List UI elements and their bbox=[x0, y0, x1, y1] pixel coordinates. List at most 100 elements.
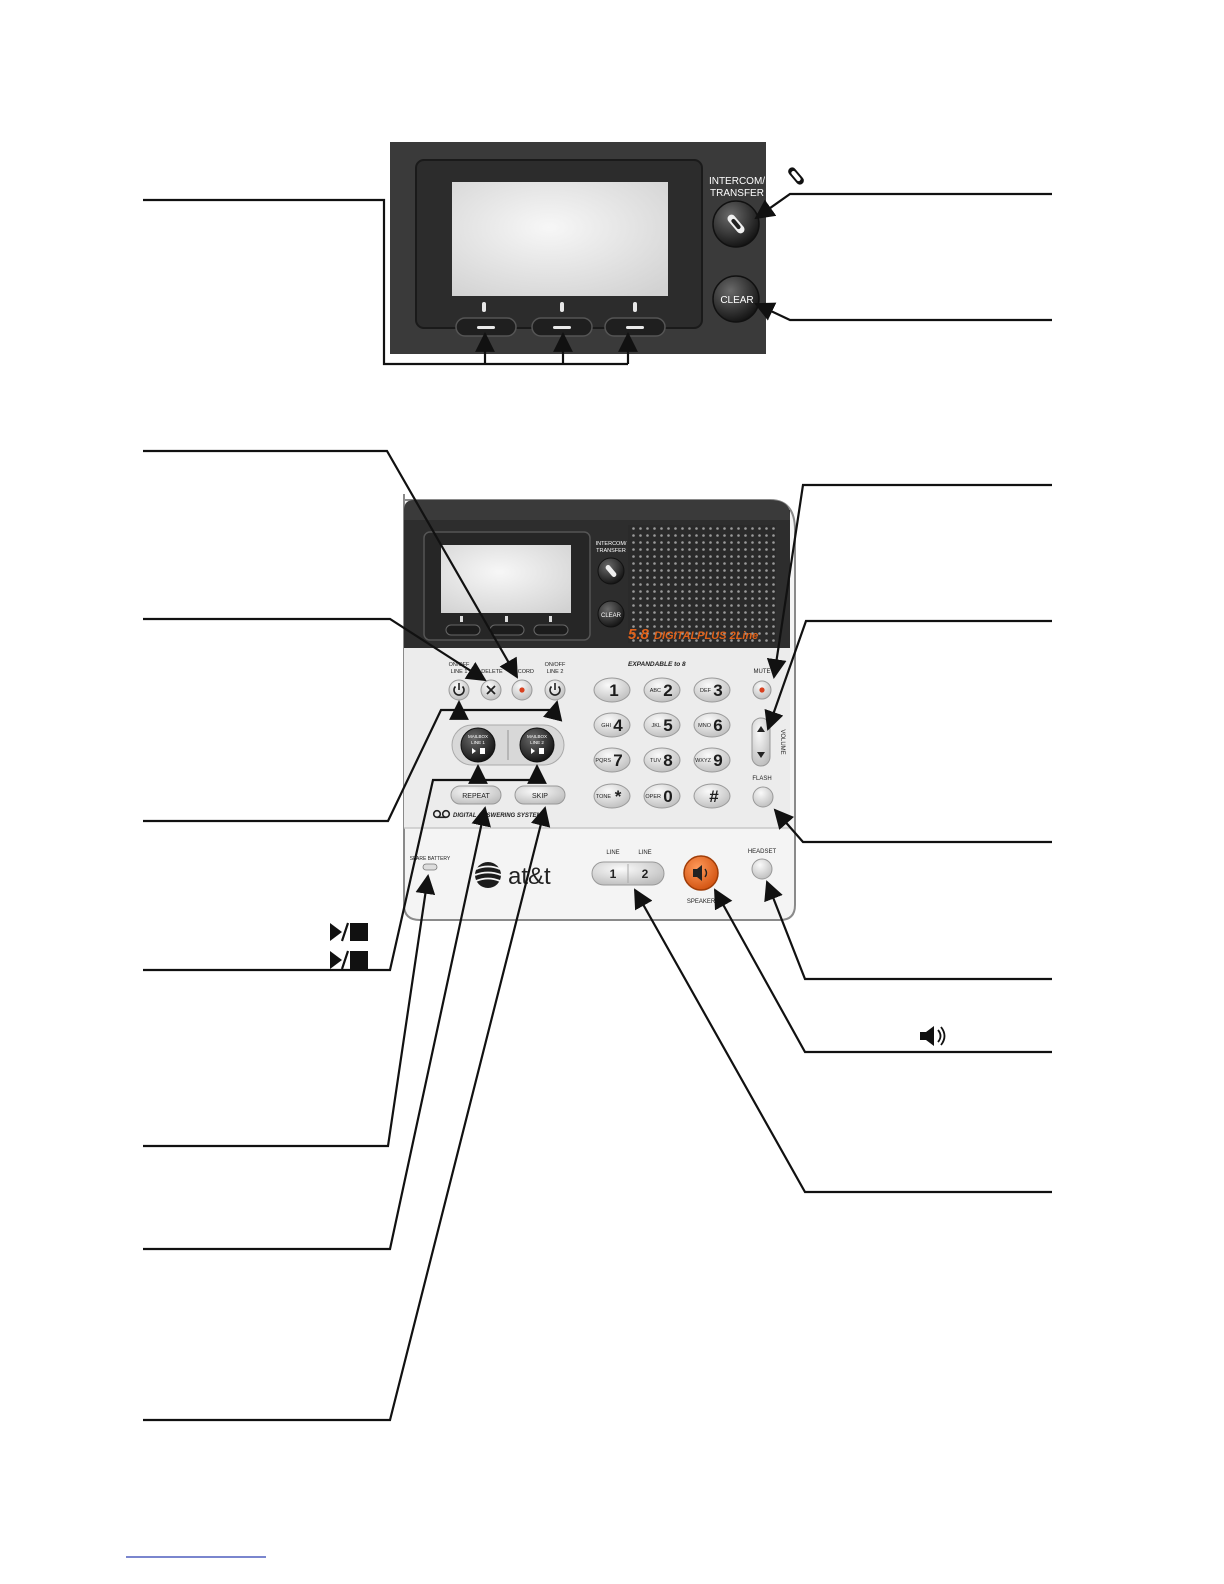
keypad-key-star[interactable]: TONE* bbox=[593, 783, 631, 809]
speaker-label: SPEAKER bbox=[687, 899, 716, 905]
on-off-line2-label-b: LINE 2 bbox=[547, 669, 564, 675]
keypad-key-digit: # bbox=[709, 787, 719, 806]
lcd-screen bbox=[452, 182, 668, 296]
keypad-key-digit: 0 bbox=[663, 787, 672, 806]
keypad-key-letters: GHI bbox=[601, 723, 611, 729]
base-lcd-screen bbox=[441, 545, 571, 613]
softkey-right[interactable] bbox=[604, 317, 666, 337]
play-stop-icon bbox=[330, 950, 368, 970]
att-globe-icon bbox=[474, 862, 502, 888]
mailbox1-label-a: MAILBOX bbox=[468, 734, 488, 739]
keypad-key-shape bbox=[593, 712, 631, 738]
line2-button[interactable]: 2 bbox=[642, 867, 649, 881]
base-intercom-label-1: INTERCOM/ bbox=[596, 541, 627, 547]
skip-label: SKIP bbox=[532, 793, 548, 800]
keypad-key-letters: DEF bbox=[700, 688, 712, 694]
keypad-key-digit: 7 bbox=[613, 751, 622, 770]
delete-button[interactable] bbox=[480, 679, 502, 701]
keypad-key-shape bbox=[593, 747, 631, 773]
brand-text: DIGITALPLUS 2Line bbox=[654, 630, 758, 642]
base-softkey-right[interactable] bbox=[533, 624, 569, 636]
softkey-left[interactable] bbox=[455, 317, 517, 337]
line1-label: LINE bbox=[606, 850, 619, 856]
delete-label: DELETE bbox=[481, 669, 503, 675]
keypad-key-letters: OPER bbox=[645, 794, 661, 800]
record-dot-icon bbox=[519, 687, 525, 693]
keypad-key-shape bbox=[693, 783, 731, 809]
base-softkey-left[interactable] bbox=[445, 624, 481, 636]
top-clear-button[interactable]: CLEAR bbox=[712, 275, 760, 323]
keypad-key-digit: 6 bbox=[713, 716, 722, 735]
keypad-key-letters: TUV bbox=[650, 758, 661, 764]
base-clear-button[interactable]: CLEAR bbox=[597, 600, 625, 628]
keypad-key-shape bbox=[643, 712, 681, 738]
mute-button[interactable] bbox=[752, 680, 772, 700]
brand-number: 5.8 bbox=[628, 626, 650, 643]
keypad-key-shape bbox=[693, 677, 731, 703]
mailbox-line2-button[interactable]: MAILBOX LINE 2 bbox=[519, 727, 555, 763]
keypad-key-digit: 8 bbox=[663, 751, 672, 770]
delete-x-icon bbox=[486, 685, 496, 695]
on-off-line2-label-a: ON/OFF bbox=[545, 662, 566, 668]
record-button[interactable] bbox=[511, 679, 533, 701]
keypad-key-digit: 5 bbox=[663, 716, 672, 735]
top-intercom-transfer-button[interactable] bbox=[712, 200, 760, 248]
base-intercom-transfer-button[interactable] bbox=[597, 557, 625, 585]
keypad-key-digit: 9 bbox=[713, 751, 722, 770]
phone-base: INTERCOM/ TRANSFER CLEAR 5.8 DIGITALPLUS… bbox=[403, 494, 796, 921]
speaker-icon bbox=[920, 1026, 946, 1046]
mute-label: MUTE bbox=[754, 669, 771, 675]
softkey-middle[interactable] bbox=[531, 317, 593, 337]
top-intercom-label-1: INTERCOM/ bbox=[709, 176, 765, 187]
handset-icon bbox=[727, 214, 745, 234]
base-intercom-label-2: TRANSFER bbox=[596, 548, 626, 554]
play-stop-icon bbox=[472, 748, 485, 754]
expandable-text: EXPANDABLE to 8 bbox=[628, 661, 686, 668]
mailbox-line1-button[interactable]: MAILBOX LINE 1 bbox=[460, 727, 496, 763]
on-off-line2-button[interactable] bbox=[544, 679, 566, 701]
headset-label: HEADSET bbox=[748, 849, 777, 855]
top-intercom-label-2: TRANSFER bbox=[710, 188, 764, 199]
keypad-key-pound[interactable]: # bbox=[693, 783, 731, 809]
play-stop-icon bbox=[531, 748, 544, 754]
keypad-key-1[interactable]: 1 bbox=[593, 677, 631, 703]
keypad-key-shape bbox=[693, 712, 731, 738]
repeat-label: REPEAT bbox=[462, 793, 490, 800]
base-clear-label: CLEAR bbox=[601, 613, 622, 619]
base-softkey-middle[interactable] bbox=[489, 624, 525, 636]
top-display-panel: INTERCOM/ TRANSFER CLEAR bbox=[390, 142, 766, 354]
keypad-key-shape bbox=[643, 677, 681, 703]
line2-label: LINE bbox=[638, 850, 651, 856]
flash-label: FLASH bbox=[752, 776, 771, 782]
line1-button[interactable]: 1 bbox=[610, 867, 617, 881]
keypad-key-shape bbox=[643, 747, 681, 773]
keypad-key-letters: WXYZ bbox=[695, 758, 712, 764]
keypad-key-letters: PQRS bbox=[595, 758, 611, 764]
headset-button[interactable] bbox=[751, 858, 773, 880]
top-clear-label: CLEAR bbox=[720, 295, 753, 306]
handset-icon bbox=[788, 167, 804, 185]
keypad-key-digit: 2 bbox=[663, 681, 672, 700]
keypad-key-letters: ABC bbox=[650, 688, 661, 694]
keypad-key-shape bbox=[593, 677, 631, 703]
answering-system-icon bbox=[432, 809, 451, 819]
on-off-line1-button[interactable] bbox=[448, 679, 470, 701]
flash-button[interactable] bbox=[752, 786, 774, 808]
repeat-button[interactable]: REPEAT bbox=[450, 785, 502, 805]
keypad-key-digit: 4 bbox=[613, 716, 623, 735]
speaker-button[interactable] bbox=[683, 855, 719, 891]
play-stop-icon bbox=[330, 922, 368, 942]
keypad-key-shape bbox=[593, 783, 631, 809]
volume-rocker[interactable] bbox=[751, 717, 771, 767]
skip-button[interactable]: SKIP bbox=[514, 785, 566, 805]
